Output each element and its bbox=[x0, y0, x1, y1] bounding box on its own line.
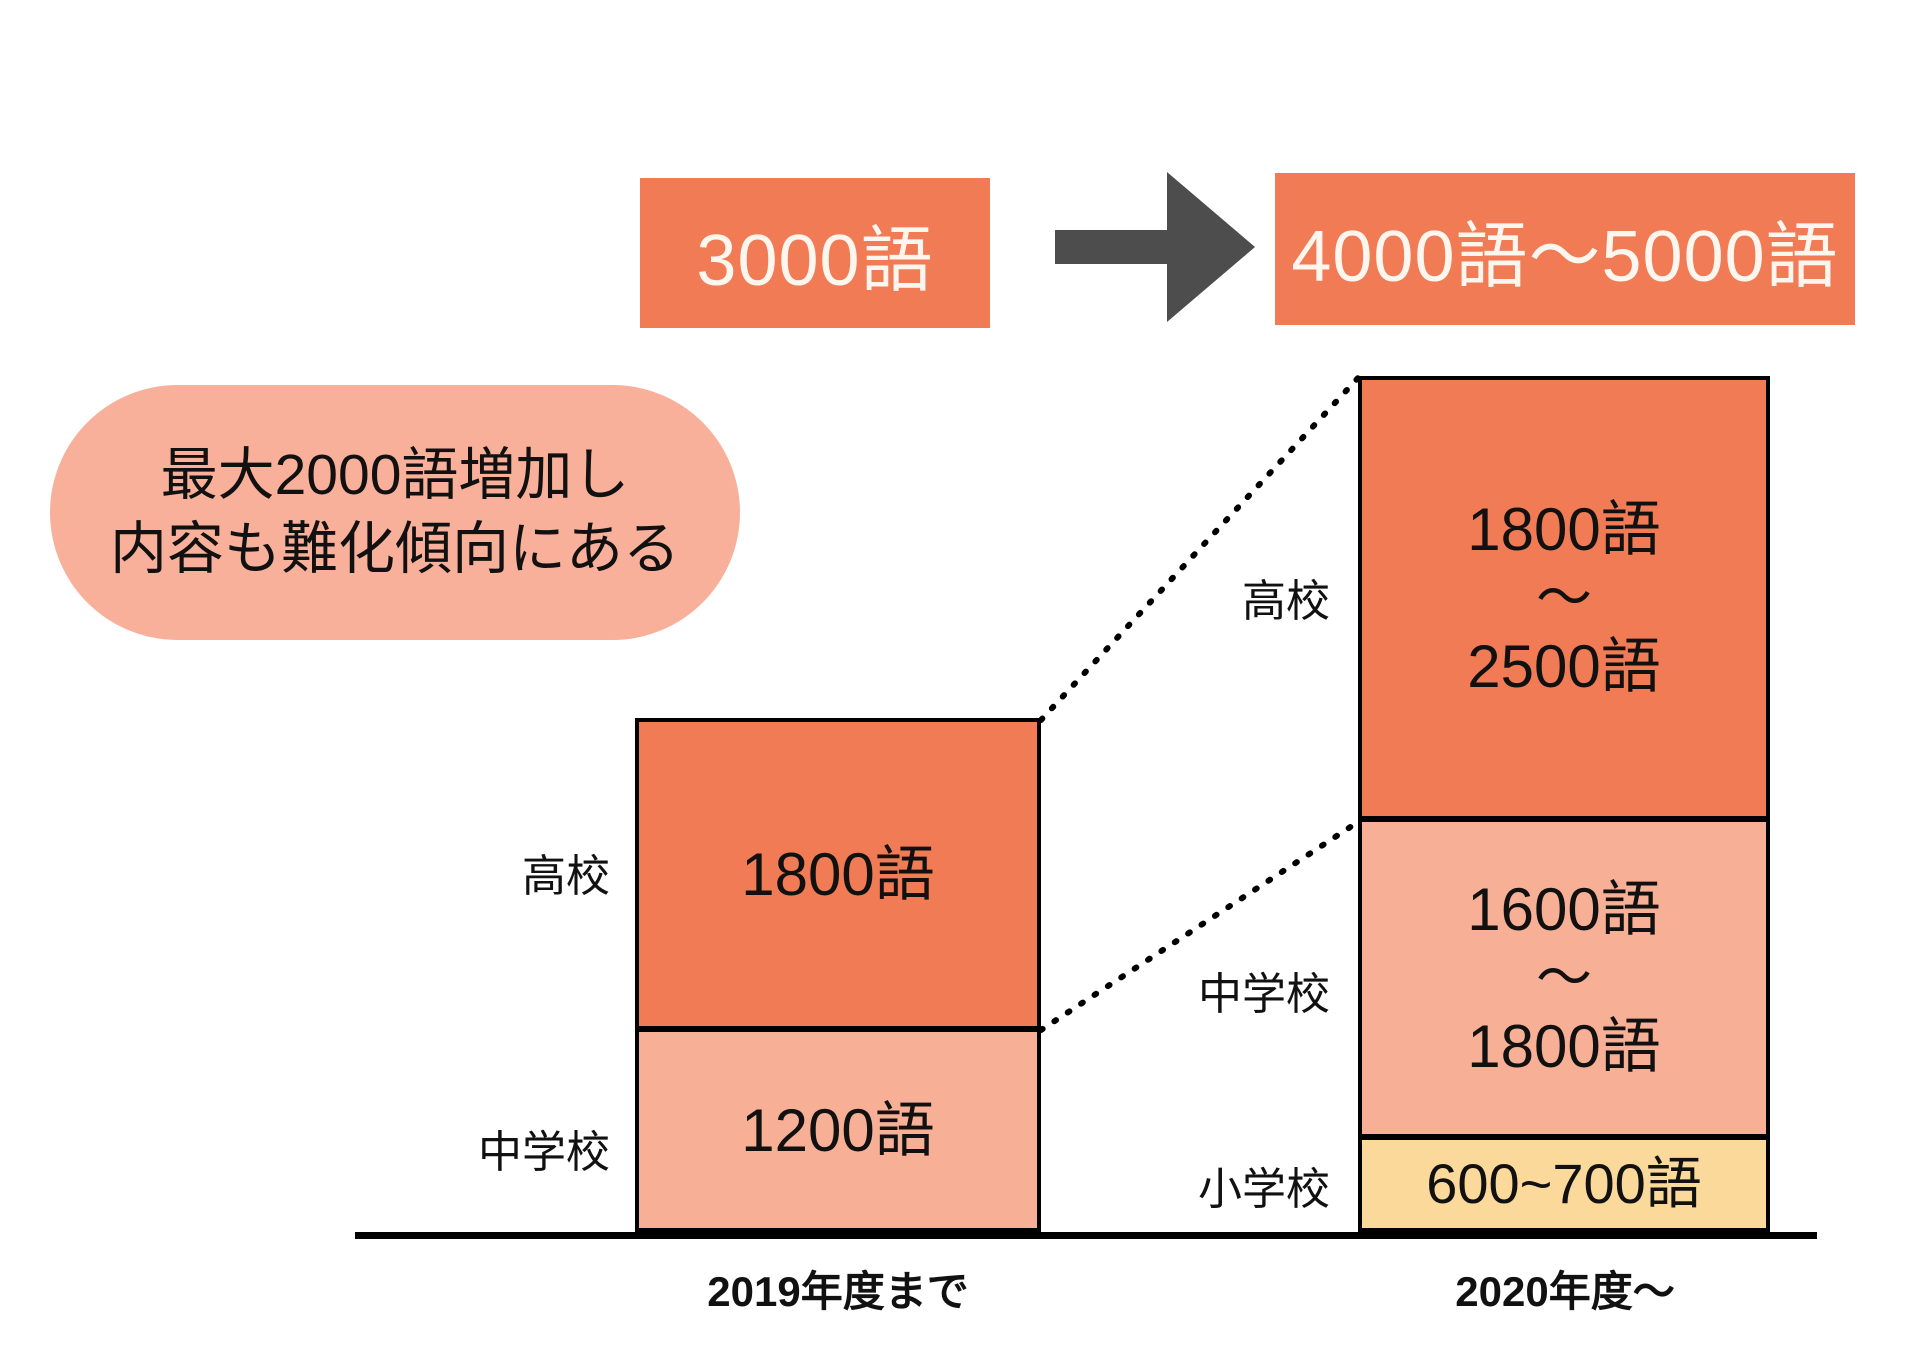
bar-segment-value: 600~700語 bbox=[1426, 1152, 1702, 1215]
category-label-chugakko-2019: 中学校 bbox=[478, 1128, 610, 1177]
bar-segment-tilde: ～ bbox=[1536, 946, 1592, 1010]
total-before-banner: 3000語 bbox=[640, 178, 990, 328]
category-label-shogakko-2020: 小学校 bbox=[1198, 1165, 1330, 1214]
category-label-chugakko-2020: 中学校 bbox=[1198, 970, 1330, 1019]
bar-segment-shogakko-2020: 600~700語 bbox=[1358, 1136, 1770, 1232]
callout-line-2: 内容も難化傾向にある bbox=[110, 516, 680, 581]
category-label-koko-2019: 高校 bbox=[522, 852, 610, 901]
axis-label-2019: 2019年度まで bbox=[707, 1268, 969, 1315]
bar-segment-value: 1800語 bbox=[741, 840, 935, 908]
bar-segment-value-min: 1600語 bbox=[1467, 876, 1661, 944]
axis-label-2020: 2020年度～ bbox=[1455, 1268, 1675, 1315]
callout-bubble: 最大2000語増加し 内容も難化傾向にある bbox=[50, 385, 740, 640]
category-label-koko-2020: 高校 bbox=[1242, 577, 1330, 626]
bar-segment-chugakko-2020: 1600語 ～ 1800語 bbox=[1358, 818, 1770, 1138]
bar-segment-tilde: ～ bbox=[1536, 566, 1592, 630]
bar-segment-koko-2020: 1800語 ～ 2500語 bbox=[1358, 376, 1770, 820]
total-before-label: 3000語 bbox=[696, 220, 934, 301]
baseline-axis bbox=[355, 1232, 1817, 1239]
total-after-banner: 4000語～5000語 bbox=[1275, 173, 1855, 325]
connector-line-top bbox=[1038, 375, 1361, 723]
bar-stack-2019: 1800語 1200語 bbox=[635, 718, 1041, 1232]
bar-segment-chugakko-2019: 1200語 bbox=[635, 1028, 1041, 1232]
right-arrow-icon bbox=[1055, 172, 1255, 322]
total-after-label: 4000語～5000語 bbox=[1291, 216, 1839, 297]
bar-stack-2020: 1800語 ～ 2500語 1600語 ～ 1800語 600~700語 bbox=[1358, 376, 1770, 1232]
bar-segment-koko-2019: 1800語 bbox=[635, 718, 1041, 1030]
bar-segment-value-min: 1800語 bbox=[1467, 496, 1661, 564]
bar-segment-value-max: 2500語 bbox=[1467, 632, 1661, 700]
bar-segment-value-max: 1800語 bbox=[1467, 1012, 1661, 1080]
bar-segment-value: 1200語 bbox=[741, 1096, 935, 1164]
callout-line-1: 最大2000語増加し bbox=[160, 443, 630, 508]
